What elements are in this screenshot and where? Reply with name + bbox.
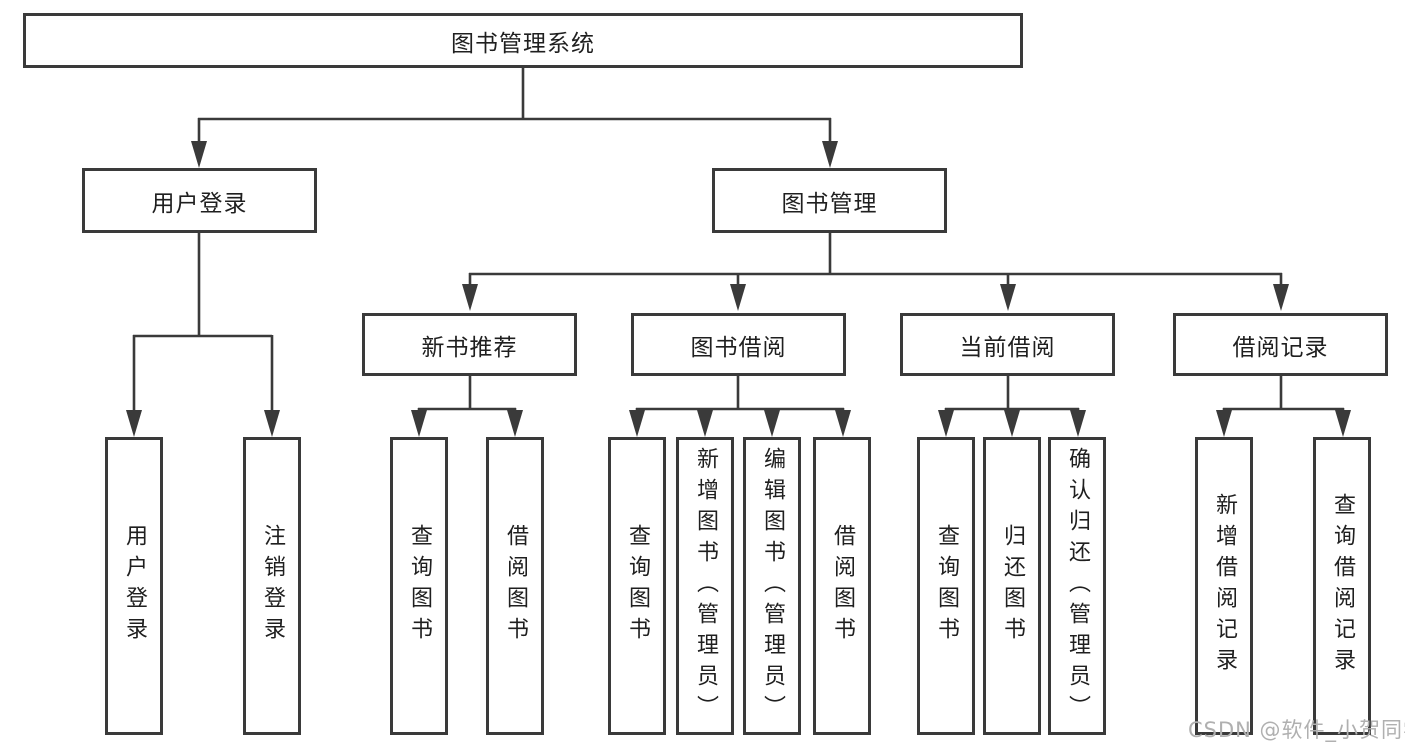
leaf-newbooks-query-books: 查询图书: [390, 437, 448, 735]
leaf-borrowing-query-books: 查询图书: [608, 437, 666, 735]
arrow-down-icon: [764, 410, 780, 437]
arrow-down-icon: [822, 141, 838, 168]
leaf-records-query-record: 查询借阅记录: [1313, 437, 1371, 735]
node-book-borrowing: 图书借阅: [631, 313, 846, 376]
arrow-down-icon: [629, 410, 645, 437]
leaf-records-add-record: 新增借阅记录: [1195, 437, 1253, 735]
leaf-newbooks-borrow-books: 借阅图书: [486, 437, 544, 735]
arrow-down-icon: [264, 410, 280, 437]
arrow-down-icon: [191, 141, 207, 168]
arrow-down-icon: [1335, 410, 1351, 437]
node-system-root: 图书管理系统: [23, 13, 1023, 68]
arrow-down-icon: [411, 410, 427, 437]
leaf-user-login: 用户登录: [105, 437, 163, 735]
node-new-book-recommend: 新书推荐: [362, 313, 577, 376]
arrow-down-icon: [507, 410, 523, 437]
leaf-current-query-books: 查询图书: [917, 437, 975, 735]
node-borrowing-records: 借阅记录: [1173, 313, 1388, 376]
connector-book-to-level3: [468, 232, 1283, 288]
leaf-borrowing-borrow-books: 借阅图书: [813, 437, 871, 735]
connector-records-to-leaves: [1222, 375, 1345, 414]
arrow-down-icon: [1273, 284, 1289, 311]
connector-current-to-leaves: [944, 375, 1080, 414]
connector-root-to-level2: [197, 68, 832, 145]
node-book-management-branch: 图书管理: [712, 168, 947, 233]
leaf-user-logout: 注销登录: [243, 437, 301, 735]
connector-user-to-leaves: [132, 232, 274, 414]
arrow-down-icon: [462, 284, 478, 311]
leaf-current-confirm-return-admin: 确认归还（管理员）: [1048, 437, 1106, 735]
arrow-down-icon: [126, 410, 142, 437]
arrow-down-icon: [1000, 284, 1016, 311]
leaf-current-return-books: 归还图书: [983, 437, 1041, 735]
connector-newbooks-to-leaves: [417, 375, 517, 414]
arrow-down-icon: [1216, 410, 1232, 437]
arrow-down-icon: [1070, 410, 1086, 437]
arrow-down-icon: [730, 284, 746, 311]
csdn-watermark: CSDN @软件_小贺同学: [1188, 718, 1405, 742]
arrow-down-icon: [835, 410, 851, 437]
leaf-borrowing-add-books-admin: 新增图书（管理员）: [676, 437, 734, 735]
arrow-down-icon: [938, 410, 954, 437]
leaf-borrowing-edit-books-admin: 编辑图书（管理员）: [743, 437, 801, 735]
node-current-borrowing: 当前借阅: [900, 313, 1115, 376]
node-user-login-branch: 用户登录: [82, 168, 317, 233]
connector-borrowing-to-leaves: [635, 375, 845, 414]
arrow-down-icon: [1004, 410, 1020, 437]
arrow-down-icon: [697, 410, 713, 437]
